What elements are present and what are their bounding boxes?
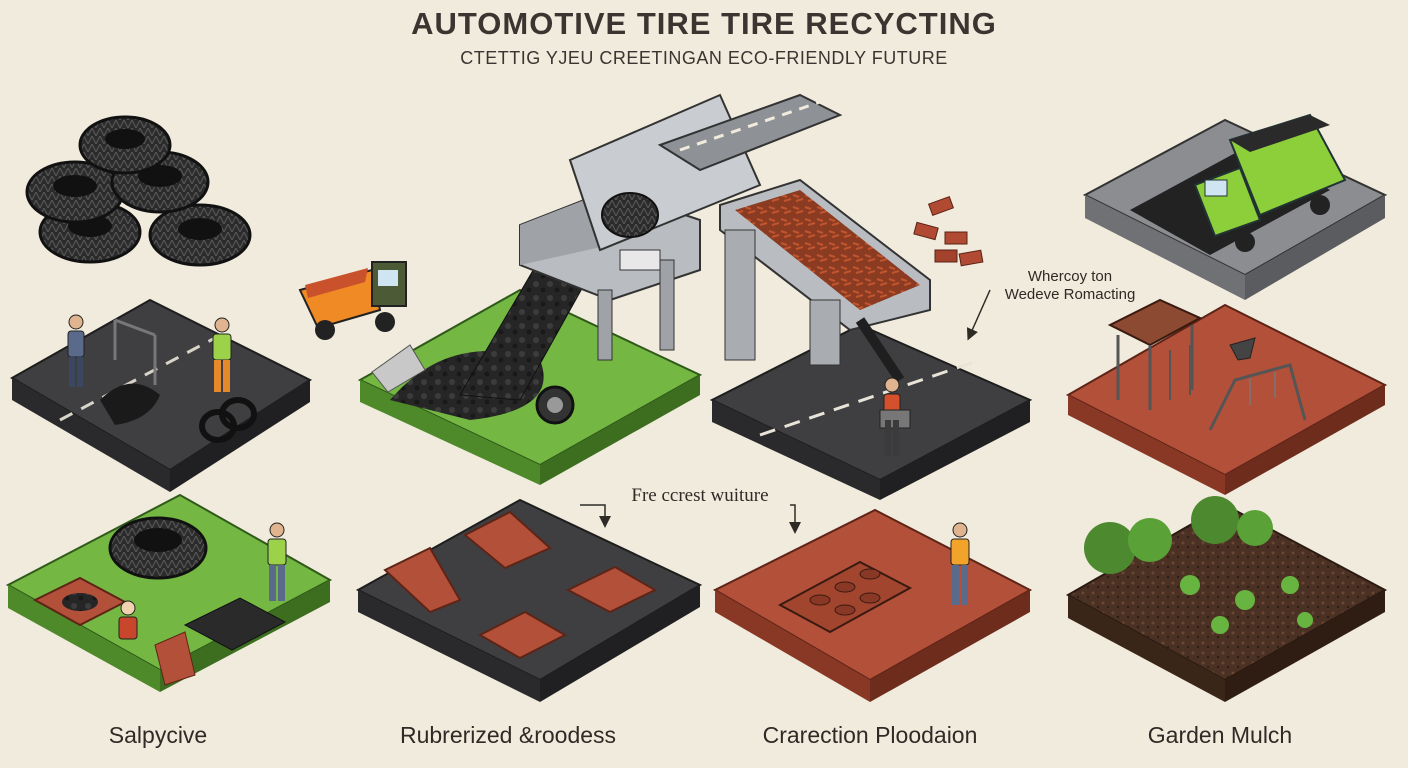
worker-icon	[212, 317, 232, 392]
brick-pile-icon	[913, 195, 984, 267]
worker-icon	[879, 377, 911, 456]
tire-stack-icon	[25, 115, 252, 267]
page-title: AUTOMOTIVE TIRE TIRE RECYCTING	[411, 6, 997, 41]
caption-3: Crarection Ploodaion	[762, 722, 978, 748]
asphalt-tile-bottom-center-left	[355, 498, 703, 702]
grass-tile-bottom-left	[5, 493, 333, 692]
mulch-chute-icon	[719, 178, 931, 383]
page-subtitle: CTETTIG YJEU CREETINGAN ECO-FRIENDLY FUT…	[460, 48, 948, 68]
caption-4: Garden Mulch	[1147, 722, 1293, 748]
annotation-right-line2: Wedeve Romacting	[1004, 286, 1136, 303]
caption-2: Rubrerized &roodess	[399, 722, 617, 748]
asphalt-tile-left	[9, 298, 313, 492]
annotation-arrow	[580, 504, 611, 528]
annotation-arrow	[789, 504, 801, 534]
loader-icon	[298, 261, 407, 340]
plant-icon	[1084, 496, 1313, 634]
clay-tile-bottom-center-right	[712, 508, 1033, 702]
annotation-right: Whercoy ton Wedeve Romacting	[985, 268, 1155, 304]
annotation-right-line1: Whercoy ton	[1027, 268, 1113, 285]
clay-tile-right	[1065, 303, 1388, 495]
shredder-machine-icon	[459, 93, 843, 401]
playground-icon	[1107, 298, 1307, 431]
caption-1: Salpycive	[108, 722, 208, 748]
asphalt-tile-center-right	[709, 323, 1033, 500]
worker-icon	[950, 522, 970, 605]
worker-icon	[267, 522, 287, 601]
worker-icon	[118, 600, 138, 640]
annotation-arrow	[966, 289, 991, 341]
worker-icon	[67, 314, 85, 387]
dump-truck-icon	[1193, 113, 1347, 252]
soil-tile-bottom-right	[1065, 503, 1388, 702]
annotation-center: Fre ccrest wuiture	[631, 485, 769, 506]
